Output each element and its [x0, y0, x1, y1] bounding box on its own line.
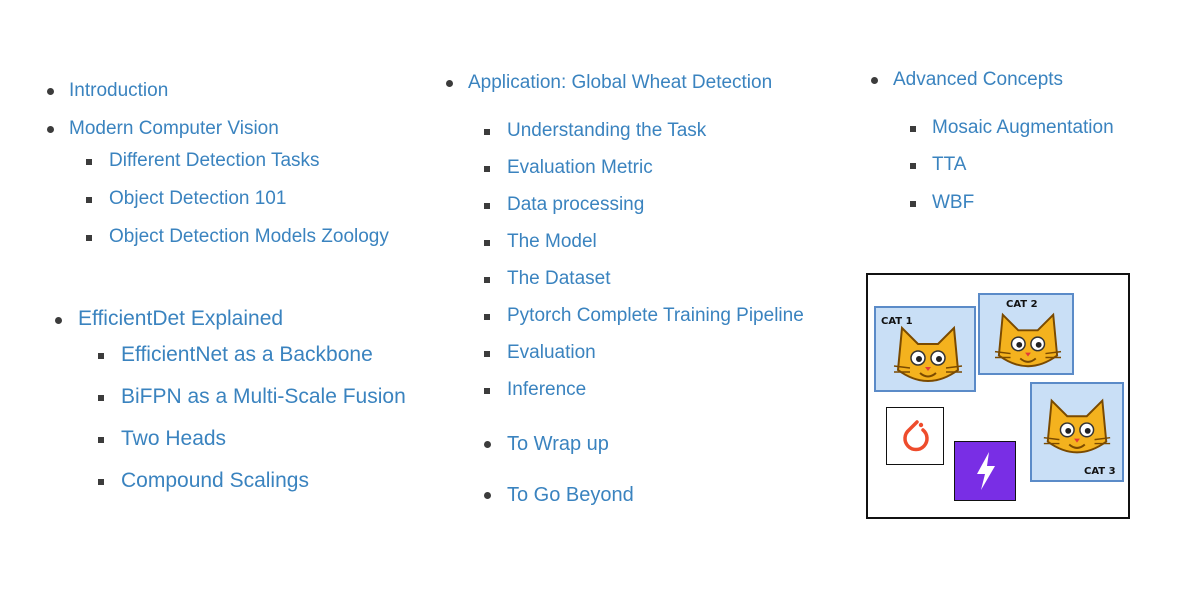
- toc-link-the-model[interactable]: The Model: [507, 231, 597, 252]
- bullet-square: [484, 166, 490, 172]
- toc-link-mosaic-augmentation[interactable]: Mosaic Augmentation: [932, 117, 1114, 138]
- toc-link-wbf[interactable]: WBF: [932, 192, 975, 213]
- bullet-square: [86, 235, 92, 241]
- toc-link-efficientdet-explained[interactable]: EfficientDet Explained: [78, 307, 284, 330]
- toc-link-data-processing[interactable]: Data processing: [507, 194, 645, 215]
- lightning-logo: [954, 441, 1016, 501]
- toc-link-evaluation[interactable]: Evaluation: [507, 342, 596, 363]
- bullet-dot: [446, 80, 453, 87]
- toc-link-object-detection-models-zoology[interactable]: Object Detection Models Zoology: [109, 226, 389, 247]
- cat-box-3: CAT 3: [1030, 382, 1124, 482]
- cat-icon: [893, 325, 963, 382]
- bullet-square: [98, 479, 104, 485]
- toc-link-bifpn[interactable]: BiFPN as a Multi-Scale Fusion: [121, 385, 406, 408]
- toc-link-efficientnet-backbone[interactable]: EfficientNet as a Backbone: [121, 343, 373, 366]
- lightning-icon: [977, 452, 995, 490]
- bullet-square: [484, 277, 490, 283]
- bullet-square: [86, 159, 92, 165]
- cat-box-1: CAT 1: [874, 306, 976, 392]
- toc-link-to-wrap-up[interactable]: To Wrap up: [507, 433, 609, 455]
- cat-label-3: CAT 3: [1084, 466, 1116, 477]
- toc-link-two-heads[interactable]: Two Heads: [121, 427, 227, 450]
- bullet-square: [484, 388, 490, 394]
- cat-box-2: CAT 2: [978, 293, 1074, 375]
- bullet-dot: [47, 88, 54, 95]
- bullet-dot: [484, 492, 491, 499]
- bullet-square: [484, 240, 490, 246]
- toc-link-object-detection-101[interactable]: Object Detection 101: [109, 188, 287, 209]
- bullet-square: [484, 351, 490, 357]
- bullet-dot: [47, 126, 54, 133]
- bullet-square: [98, 437, 104, 443]
- bullet-dot: [55, 317, 62, 324]
- bullet-square: [910, 201, 916, 207]
- toc-link-the-dataset[interactable]: The Dataset: [507, 268, 611, 289]
- toc-link-introduction[interactable]: Introduction: [69, 80, 169, 101]
- bullet-square: [910, 126, 916, 132]
- toc-link-evaluation-metric[interactable]: Evaluation Metric: [507, 157, 653, 178]
- cat-icon: [1043, 398, 1111, 454]
- cat-icon: [994, 312, 1062, 368]
- mosaic-diagram: CAT 1 CAT 2: [866, 273, 1130, 519]
- bullet-square: [86, 197, 92, 203]
- cat-label-1: CAT 1: [881, 316, 913, 327]
- pytorch-icon: [903, 420, 929, 452]
- toc-link-compound-scalings[interactable]: Compound Scalings: [121, 469, 309, 492]
- toc-link-pytorch-training-pipeline[interactable]: Pytorch Complete Training Pipeline: [507, 305, 804, 326]
- bullet-dot: [484, 441, 491, 448]
- bullet-square: [910, 163, 916, 169]
- toc-link-modern-computer-vision[interactable]: Modern Computer Vision: [69, 118, 279, 139]
- toc-link-tta[interactable]: TTA: [932, 154, 967, 175]
- pytorch-logo: [886, 407, 944, 465]
- bullet-square: [484, 314, 490, 320]
- bullet-dot: [871, 77, 878, 84]
- toc-link-to-go-beyond[interactable]: To Go Beyond: [507, 484, 634, 506]
- cat-label-2: CAT 2: [1006, 299, 1038, 310]
- bullet-square: [484, 203, 490, 209]
- toc-link-understanding-the-task[interactable]: Understanding the Task: [507, 120, 707, 141]
- bullet-square: [484, 129, 490, 135]
- toc-link-advanced-concepts[interactable]: Advanced Concepts: [893, 69, 1064, 90]
- toc-link-application-global-wheat-detection[interactable]: Application: Global Wheat Detection: [468, 72, 773, 93]
- bullet-square: [98, 353, 104, 359]
- toc-link-different-detection-tasks[interactable]: Different Detection Tasks: [109, 150, 320, 171]
- bullet-square: [98, 395, 104, 401]
- toc-link-inference[interactable]: Inference: [507, 379, 587, 400]
